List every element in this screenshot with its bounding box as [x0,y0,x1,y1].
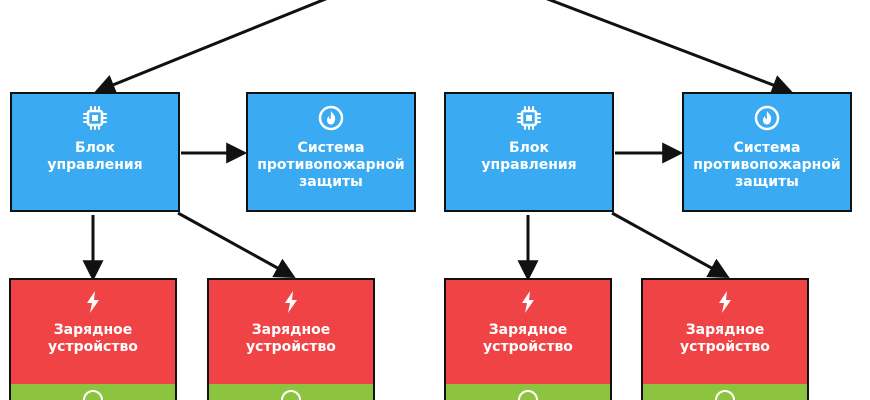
edge-source-to-fire-2 [546,0,793,95]
node-label: Зарядное устройство [680,322,770,355]
charger-status-band [446,384,610,400]
node-label: Блок управления [47,140,143,173]
edge-control-2-to-charger-4 [611,211,730,279]
edge-control-1-to-charger-2 [177,211,296,279]
status-circle-icon [281,390,301,400]
charger-node-2[interactable]: Зарядное устройство [207,278,375,400]
status-circle-icon [83,390,103,400]
charger-status-band [643,384,807,400]
fire-protection-node-2[interactable]: Система противопожарной защиты [682,92,852,212]
node-label: Зарядное устройство [483,322,573,355]
charger-node-4[interactable]: Зарядное устройство [641,278,809,400]
node-label: Зарядное устройство [246,322,336,355]
node-label: Система противопожарной защиты [257,140,405,190]
edge-source-to-control-1 [94,0,328,95]
chip-icon [517,106,541,130]
chip-icon [83,106,107,130]
lightning-icon [285,291,297,313]
charger-node-1[interactable]: Зарядное устройство [9,278,177,400]
status-circle-icon [715,390,735,400]
control-unit-node-1[interactable]: Блок управления [10,92,180,212]
charger-status-band [209,384,373,400]
status-circle-icon [518,390,538,400]
lightning-icon [87,291,99,313]
control-unit-node-2[interactable]: Блок управления [444,92,614,212]
flame-icon [318,105,344,131]
lightning-icon [522,291,534,313]
charger-status-band [11,384,175,400]
node-label: Блок управления [481,140,577,173]
node-label: Зарядное устройство [48,322,138,355]
node-label: Система противопожарной защиты [693,140,841,190]
charger-node-3[interactable]: Зарядное устройство [444,278,612,400]
lightning-icon [719,291,731,313]
flame-icon [754,105,780,131]
fire-protection-node-1[interactable]: Система противопожарной защиты [246,92,416,212]
